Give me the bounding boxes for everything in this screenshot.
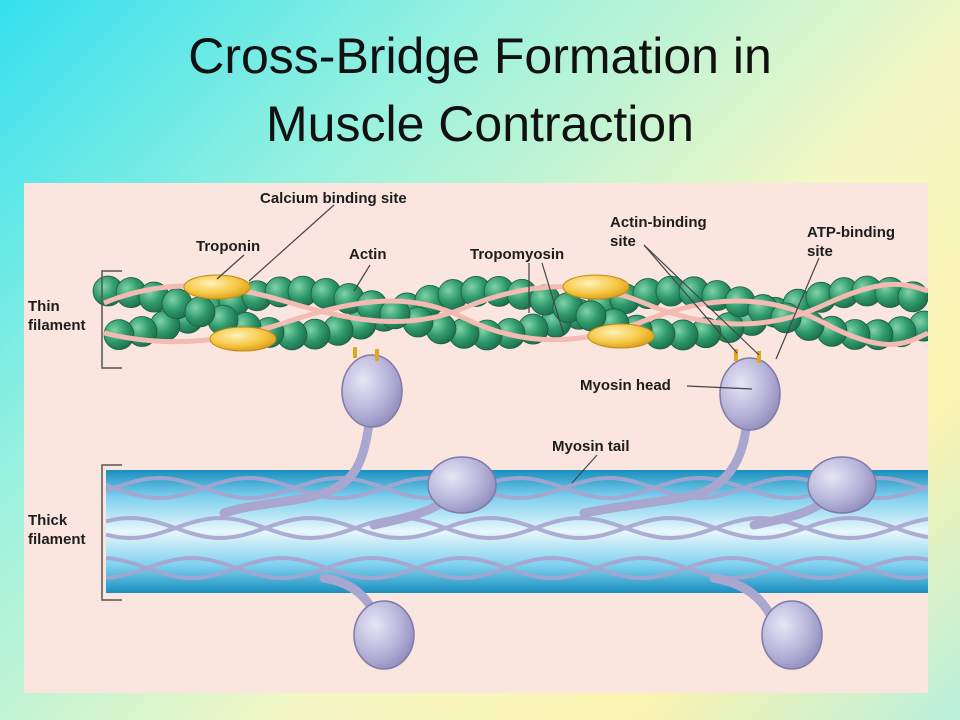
myosin-head xyxy=(807,456,877,514)
slide-title: Cross-Bridge Formation in Muscle Contrac… xyxy=(0,22,960,158)
troponin-complex xyxy=(209,326,277,352)
myosin-tail-strand xyxy=(105,475,928,501)
label-actin-binding-site-line-2: site xyxy=(610,233,636,250)
myosin-tail-strand xyxy=(105,555,928,581)
actin-bead xyxy=(184,296,216,328)
label-thick-filament-line-1: Thick xyxy=(28,512,68,529)
label-actin: Actin xyxy=(349,246,387,263)
troponin-complex xyxy=(183,274,251,300)
label-calcium-binding-site: Calcium binding site xyxy=(260,190,407,207)
myosin-heads xyxy=(341,354,877,670)
myosin-tail-strand xyxy=(105,555,928,581)
label-myosin-head: Myosin head xyxy=(580,377,671,394)
myosin-head xyxy=(341,354,403,428)
leader-actin-binding-site xyxy=(643,244,738,354)
troponin-complex xyxy=(587,323,655,349)
leader-myosin-tail xyxy=(571,454,598,484)
leader-myosin-head xyxy=(686,385,753,390)
label-actin-binding-site-line-1: Actin-binding xyxy=(610,214,707,231)
slide-title-line-1: Cross-Bridge Formation in xyxy=(188,28,772,84)
myosin-head xyxy=(353,600,415,670)
leader-troponin xyxy=(216,254,245,280)
cross-bridge-diagram: Calcium binding site Troponin Actin Trop… xyxy=(24,183,928,693)
myosin-head xyxy=(427,456,497,514)
myosin-neck xyxy=(219,418,374,518)
myosin-tail-strand xyxy=(105,515,928,541)
thick-filament xyxy=(105,470,928,593)
troponin-complexes xyxy=(183,274,655,352)
leader-atp-binding-site xyxy=(775,257,820,360)
label-atp-binding-site-line-1: ATP-binding xyxy=(807,224,895,241)
myosin-neck xyxy=(579,423,751,518)
leader-actin-binding-site xyxy=(643,244,760,356)
label-thick-filament-line-2: filament xyxy=(28,531,86,548)
label-thin-filament-line-1: Thin xyxy=(28,298,60,315)
myosin-tail-strand xyxy=(105,515,928,541)
label-thin-filament-line-2: filament xyxy=(28,317,86,334)
tropomyosin-strand-1 xyxy=(103,281,928,327)
slide-title-line-2: Muscle Contraction xyxy=(266,96,694,152)
myosin-head xyxy=(719,357,781,431)
thick-filament-bracket xyxy=(101,464,122,601)
label-atp-binding-site-line-2: site xyxy=(807,243,833,260)
label-tropomyosin: Tropomyosin xyxy=(470,246,564,263)
leader-tropomyosin xyxy=(541,262,565,336)
leader-actin xyxy=(353,264,371,292)
label-troponin: Troponin xyxy=(196,238,260,255)
filament-brackets xyxy=(101,270,122,601)
myosin-tail-strands xyxy=(105,475,928,581)
leader-lines xyxy=(216,204,820,484)
leader-calcium-binding-site xyxy=(248,204,335,282)
troponin-complex xyxy=(562,274,630,300)
thin-filament xyxy=(92,274,928,352)
thin-filament-bracket xyxy=(101,270,122,369)
myosin-head xyxy=(761,600,823,670)
label-myosin-tail: Myosin tail xyxy=(552,438,630,455)
myosin-tail-strand xyxy=(105,475,928,501)
